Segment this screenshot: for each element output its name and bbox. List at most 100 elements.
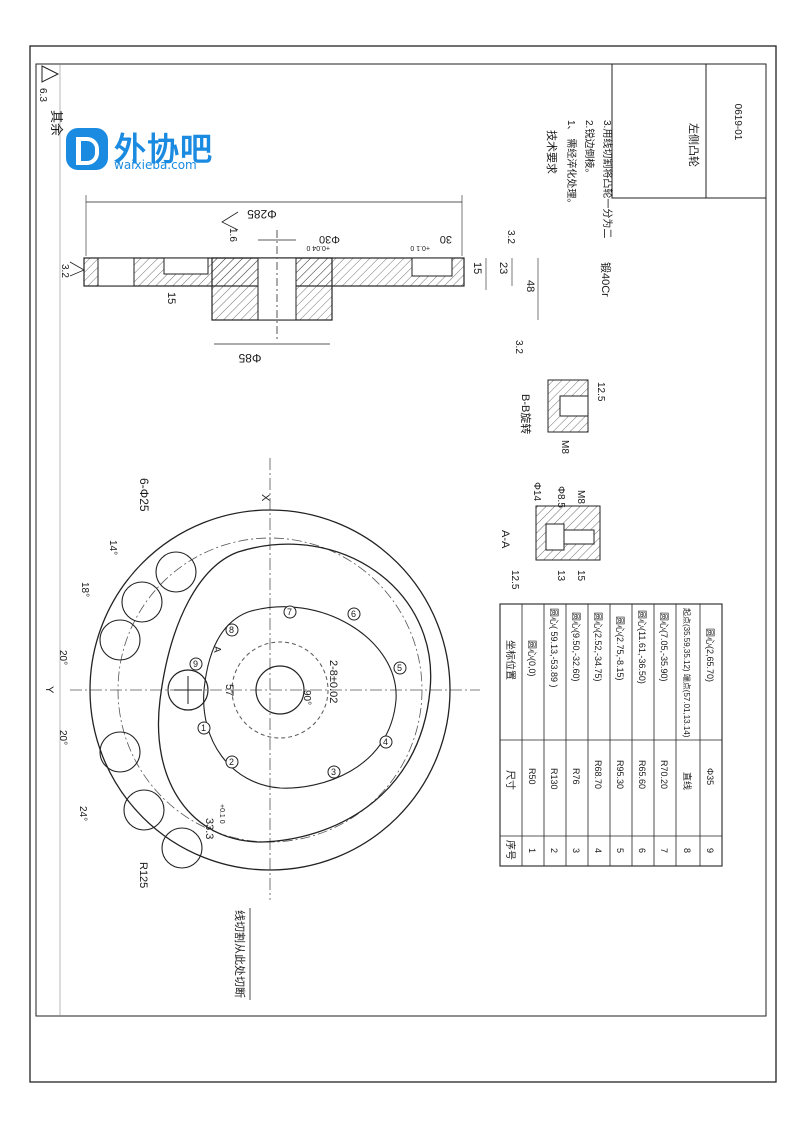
bb-m8: M8 [559,440,570,454]
part-number: 0619-01 [732,104,743,141]
point-1: 1 [201,723,206,733]
point-8: 8 [229,625,234,635]
tech-item-3: 3.用线切割将凸轮一分为二 [601,120,614,238]
dim-15-right: 15 [471,262,483,274]
header-size: 尺寸 [504,770,517,790]
point-2: 2 [229,757,234,767]
rough-32-bottom: 3.2 [513,340,524,354]
rough-32-top: 3.2 [505,230,516,244]
row-7-size: R70.20 [659,760,669,789]
row-9-pos: 圆心(2,65.70) [705,628,715,682]
point-6: 6 [351,609,356,619]
coord-table: 序号 尺寸 坐标位置 1 R50 圆心(0,0) 2 R130 圆心( 59.1… [499,603,723,867]
brand-site: waixieba.com [114,158,197,172]
dim-d285: Φ285 [247,207,277,221]
point-4: 4 [383,737,388,747]
dim-15-left: 15 [165,292,177,304]
dim-333-tol: +0.1 0 [218,804,225,824]
row-3-no: 3 [571,848,581,853]
point-9: 9 [193,659,198,669]
cut-note: 线切割从此处切断 [233,910,247,998]
row-6-size: R65.60 [637,760,647,789]
brand-name: 外协吧 [114,130,214,168]
dim-333: 33.3 [203,818,215,839]
plan-view: X Y A 6-Φ25 R125 14° 18° 20° 20° 24° 90°… [43,458,480,1000]
row-1-no: 1 [527,848,537,853]
dim-d30: Φ30 [319,233,340,245]
rough-16: 1.6 [227,228,238,242]
tech-item-2: 2.锐边倒棱。 [583,120,596,178]
row-6-pos: 圆心(11.61,-36.50) [637,610,647,684]
bb-label: B-B旋转 [519,394,533,434]
row-8-size: 直线 [682,772,693,790]
point-3: 3 [331,767,336,777]
row-8-pos: 起点(35.59,35.12) 端点(57.01,13.14) [682,608,692,738]
aa-15: 15 [575,570,586,582]
point-7: 7 [287,607,292,617]
angle-20-bottom: 20° [57,730,68,745]
dim-d30-tol: +0.04 0 [306,244,330,251]
header-no: 序号 [504,840,517,860]
tech-item-1: 1、 需经淬化处理。 [565,120,578,208]
dim-d85: Φ85 [238,351,261,365]
aa-view: A-A Φ14 Φ8.5 M8 12.5 13 15 [499,482,601,590]
roughness-note: 其余 6.3 [37,65,64,136]
dim-48: 48 [524,280,536,292]
dim-57: 57 [223,684,235,696]
row-2-pos: 圆心( 59.13,-53.89 ) [549,608,559,688]
row-7-pos: 圆心(7.05,-35.90) [659,612,669,682]
row-6-no: 6 [637,848,647,853]
angle-24: 24° [77,806,88,821]
row-1-pos: 圆心(0,0) [527,640,537,677]
r125-label: R125 [137,862,149,888]
slot-dim: 2-8±0.02 [327,660,339,703]
holes-label: 6-Φ25 [137,478,151,512]
row-4-size: R68.70 [593,760,603,789]
angle-18: 18° [79,582,90,597]
aa-label: A-A [499,530,511,549]
aa-m8: M8 [575,490,586,504]
material-label: 锻40Cr [599,262,613,297]
row-2-no: 2 [549,848,559,853]
title-block: 左侧凸轮 0619-01 [611,63,767,199]
row-5-no: 5 [615,848,625,853]
angle-14: 14° [107,540,118,555]
dim-h30: 30 [440,233,452,245]
axis-x-label: X [259,494,271,502]
angle-90: 90° [301,690,312,705]
bb-view: B-B旋转 M8 12.5 [519,379,606,454]
angle-20-top: 20° [57,650,68,665]
row-3-size: R76 [571,768,581,785]
header-position: 坐标位置 [504,640,517,680]
aa-d85: Φ8.5 [555,486,566,508]
row-8-no: 8 [682,848,692,853]
aa-d14: Φ14 [531,482,542,502]
part-name: 左侧凸轮 [687,123,701,167]
dim-h30-tol: +0.1 0 [410,244,430,251]
brand-logo-icon [66,128,108,170]
rough-32-left: 3.2 [59,264,70,278]
row-9-no: 9 [705,848,715,853]
bb-125: 12.5 [595,382,606,402]
row-5-pos: 圆心(2.75,-8.15) [615,616,625,681]
outer-frame [29,45,777,1083]
axis-y-label: Y [43,686,55,694]
roughness-label: 其余 [49,110,64,136]
inner-frame [35,63,767,1017]
row-7-no: 7 [659,848,669,853]
section-a-label: A [211,646,222,653]
row-9-size: Φ35 [705,768,715,785]
row-2-size: R130 [549,768,559,790]
row-5-size: R95.30 [615,760,625,789]
row-3-pos: 圆心(9.50,-32.60) [571,612,581,682]
row-1-size: R50 [527,768,537,785]
section-view: Φ285 Φ85 Φ30 +0.04 0 30 +0.1 0 15 15 23 … [59,195,539,365]
row-4-no: 4 [593,848,603,853]
aa-13: 13 [555,570,566,582]
tech-requirements: 技术要求 1、 需经淬化处理。 2.锐边倒棱。 3.用线切割将凸轮一分为二 锻4… [545,120,614,297]
tech-title: 技术要求 [545,130,558,174]
dim-23: 23 [497,262,509,274]
roughness-value: 6.3 [37,88,48,102]
